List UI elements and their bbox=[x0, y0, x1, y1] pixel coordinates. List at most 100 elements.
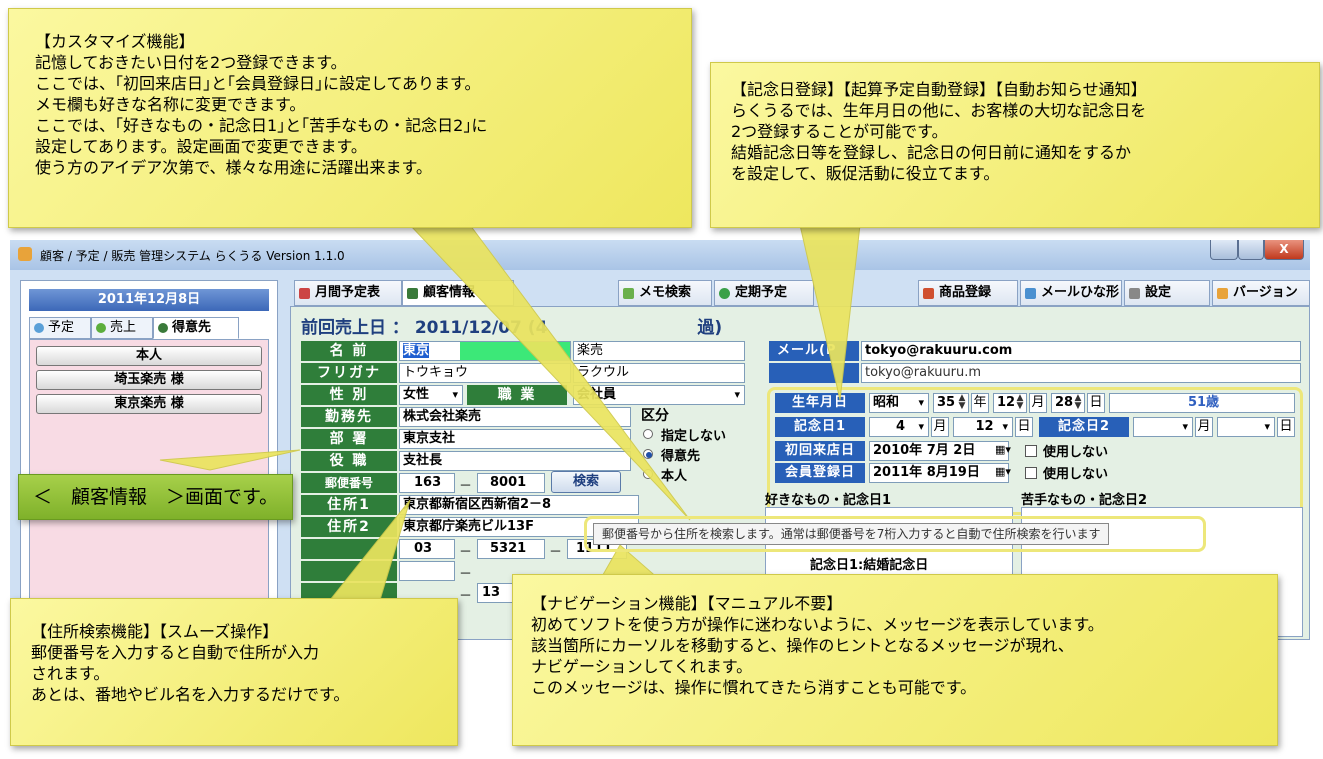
tab-memo-search[interactable]: メモ検索 bbox=[618, 280, 712, 306]
category-option-label: 指定しない bbox=[661, 429, 727, 444]
clock-icon bbox=[719, 288, 730, 299]
department-label: 部 署 bbox=[301, 429, 397, 449]
tab-label: 顧客情報 bbox=[423, 285, 476, 300]
pointer-address bbox=[328, 499, 411, 601]
age-display: 51歳 bbox=[1109, 393, 1295, 413]
birth-month-field[interactable]: 12 bbox=[993, 393, 1027, 413]
anniversary2-month-select[interactable] bbox=[1133, 417, 1193, 437]
tab-label: 予定 bbox=[48, 320, 75, 335]
address1-label: 住所1 bbox=[301, 495, 397, 515]
category-radio[interactable] bbox=[643, 429, 653, 439]
tab-sales[interactable]: 売上 bbox=[91, 317, 153, 339]
dash: － bbox=[459, 589, 473, 604]
money-bag-icon bbox=[96, 323, 106, 333]
department-field[interactable]: 東京支社 bbox=[399, 429, 631, 449]
mail-field[interactable]: tokyo@rakuuru.com bbox=[861, 341, 1301, 361]
position-field[interactable]: 支社長 bbox=[399, 451, 631, 471]
era-select[interactable]: 昭和 bbox=[869, 393, 929, 413]
app-icon bbox=[1217, 288, 1228, 299]
unit-month: 月 bbox=[1195, 417, 1213, 437]
maximize-button[interactable] bbox=[1238, 240, 1264, 260]
schedule-icon bbox=[34, 323, 44, 333]
tab-label: 設定 bbox=[1145, 285, 1172, 300]
unit-day: 日 bbox=[1277, 417, 1295, 437]
close-button[interactable]: X bbox=[1264, 240, 1304, 260]
postal1-field[interactable]: 163 bbox=[399, 473, 455, 493]
tab-label: 売上 bbox=[110, 320, 137, 335]
app-window: 顧客 / 予定 / 販売 管理システム らくうる Version 1.1.0 X… bbox=[10, 240, 1310, 640]
calendar-dropdown-icon[interactable]: ▦▾ bbox=[995, 465, 1011, 478]
mail2-field[interactable]: tokyo@rakuuru.m bbox=[861, 363, 1301, 383]
category-radio[interactable] bbox=[643, 449, 653, 459]
anniversary1-label: 記念日1 bbox=[775, 417, 865, 437]
tab-customers[interactable]: 得意先 bbox=[153, 317, 239, 339]
tab-label: 定期予定 bbox=[735, 285, 788, 300]
anniversary2-day-select[interactable] bbox=[1217, 417, 1275, 437]
dash: － bbox=[459, 567, 473, 582]
postal-search-button[interactable]: 検索 bbox=[551, 471, 621, 493]
birth-year-field[interactable]: 35 bbox=[933, 393, 969, 413]
tools-icon bbox=[1129, 288, 1140, 299]
arrow-icon bbox=[1025, 288, 1036, 299]
gender-label: 性 別 bbox=[301, 385, 397, 405]
unused-checkbox[interactable] bbox=[1025, 467, 1037, 479]
address2-field[interactable]: 東京都庁楽売ビル13F bbox=[399, 517, 639, 537]
address1-field[interactable]: 東京都新宿区西新宿2－8 bbox=[399, 495, 639, 515]
tab-monthly-schedule[interactable]: 月間予定表 bbox=[294, 280, 402, 306]
phone2-field[interactable]: 5321 bbox=[477, 539, 545, 559]
first-name-field[interactable]: 楽売 bbox=[573, 341, 745, 361]
furigana-first-field[interactable]: ラクウル bbox=[573, 363, 745, 383]
people-icon bbox=[407, 288, 418, 299]
unused-checkbox[interactable] bbox=[1025, 445, 1037, 457]
tooltip-highlight bbox=[584, 516, 1206, 552]
gift-icon bbox=[923, 288, 934, 299]
pointer-screen-label bbox=[159, 449, 301, 471]
tab-label: メモ検索 bbox=[639, 285, 692, 300]
first-visit-date[interactable]: 2010年 7月 2日 bbox=[869, 441, 1009, 461]
member-reg-date[interactable]: 2011年 8月19日 bbox=[869, 463, 1009, 483]
pointer-customize bbox=[408, 224, 691, 521]
tab-mail-template[interactable]: メールひな形 bbox=[1020, 280, 1122, 306]
callout-address: 【住所検索機能】【スムーズ操作】 郵便番号を入力すると自動で住所が入力 されます… bbox=[10, 598, 458, 746]
workplace-label: 勤務先 bbox=[301, 407, 397, 427]
postal2-field[interactable]: 8001 bbox=[477, 473, 545, 493]
tab-customer-info[interactable]: 顧客情報 bbox=[402, 280, 514, 306]
tab-schedule[interactable]: 予定 bbox=[29, 317, 91, 339]
category-title: 区分 bbox=[641, 408, 669, 424]
likes-label: 好きなもの・記念日1 bbox=[765, 493, 892, 508]
birth-day-field[interactable]: 28 bbox=[1051, 393, 1085, 413]
callout-customize: 【カスタマイズ機能】 記憶しておきたい日付を2つ登録できます。 ここでは、｢初回… bbox=[8, 8, 692, 228]
workplace-field[interactable]: 株式会社楽売 bbox=[399, 407, 631, 427]
tab-version[interactable]: バージョン bbox=[1212, 280, 1310, 306]
window-title: 顧客 / 予定 / 販売 管理システム らくうる Version 1.1.0 bbox=[40, 249, 345, 263]
tab-regular-schedule[interactable]: 定期予定 bbox=[714, 280, 814, 306]
anniversary1-month-select[interactable]: 4 bbox=[869, 417, 929, 437]
list-item[interactable]: 本人 bbox=[36, 346, 262, 366]
tab-label: バージョン bbox=[1233, 285, 1298, 300]
minimize-button[interactable] bbox=[1210, 240, 1238, 260]
tab-label: 商品登録 bbox=[939, 285, 992, 300]
spinner[interactable]: ▲▼ bbox=[1016, 393, 1024, 411]
phone-b1-field[interactable] bbox=[399, 561, 455, 581]
postal-label: 郵便番号 bbox=[301, 473, 397, 493]
phone1-field[interactable]: 03 bbox=[399, 539, 455, 559]
current-date: 2011年12月8日 bbox=[29, 289, 269, 311]
screen-label: ＜ 顧客情報 ＞画面です。 bbox=[18, 474, 294, 520]
anniversary1-day-select[interactable]: 12 bbox=[953, 417, 1013, 437]
tab-product-register[interactable]: 商品登録 bbox=[918, 280, 1018, 306]
spinner[interactable]: ▲▼ bbox=[1074, 393, 1082, 411]
navigation-tooltip: 郵便番号から住所を検索します。通常は郵便番号を7桁入力すると自動で住所検索を行い… bbox=[593, 523, 1110, 545]
calendar-dropdown-icon[interactable]: ▦▾ bbox=[995, 443, 1011, 456]
furigana-label: フリガナ bbox=[301, 363, 397, 383]
pointer-anniversary bbox=[799, 224, 861, 401]
list-item[interactable]: 東京楽売 様 bbox=[36, 394, 262, 414]
tab-label: 得意先 bbox=[172, 320, 212, 335]
tab-label: 月間予定表 bbox=[315, 285, 381, 300]
list-item[interactable]: 埼玉楽売 様 bbox=[36, 370, 262, 390]
tab-settings[interactable]: 設定 bbox=[1124, 280, 1210, 306]
spinner[interactable]: ▲▼ bbox=[958, 393, 966, 411]
anniversary2-label: 記念日2 bbox=[1039, 417, 1129, 437]
name-label: 名 前 bbox=[301, 341, 397, 361]
gender-select[interactable]: 女性 bbox=[399, 385, 463, 405]
